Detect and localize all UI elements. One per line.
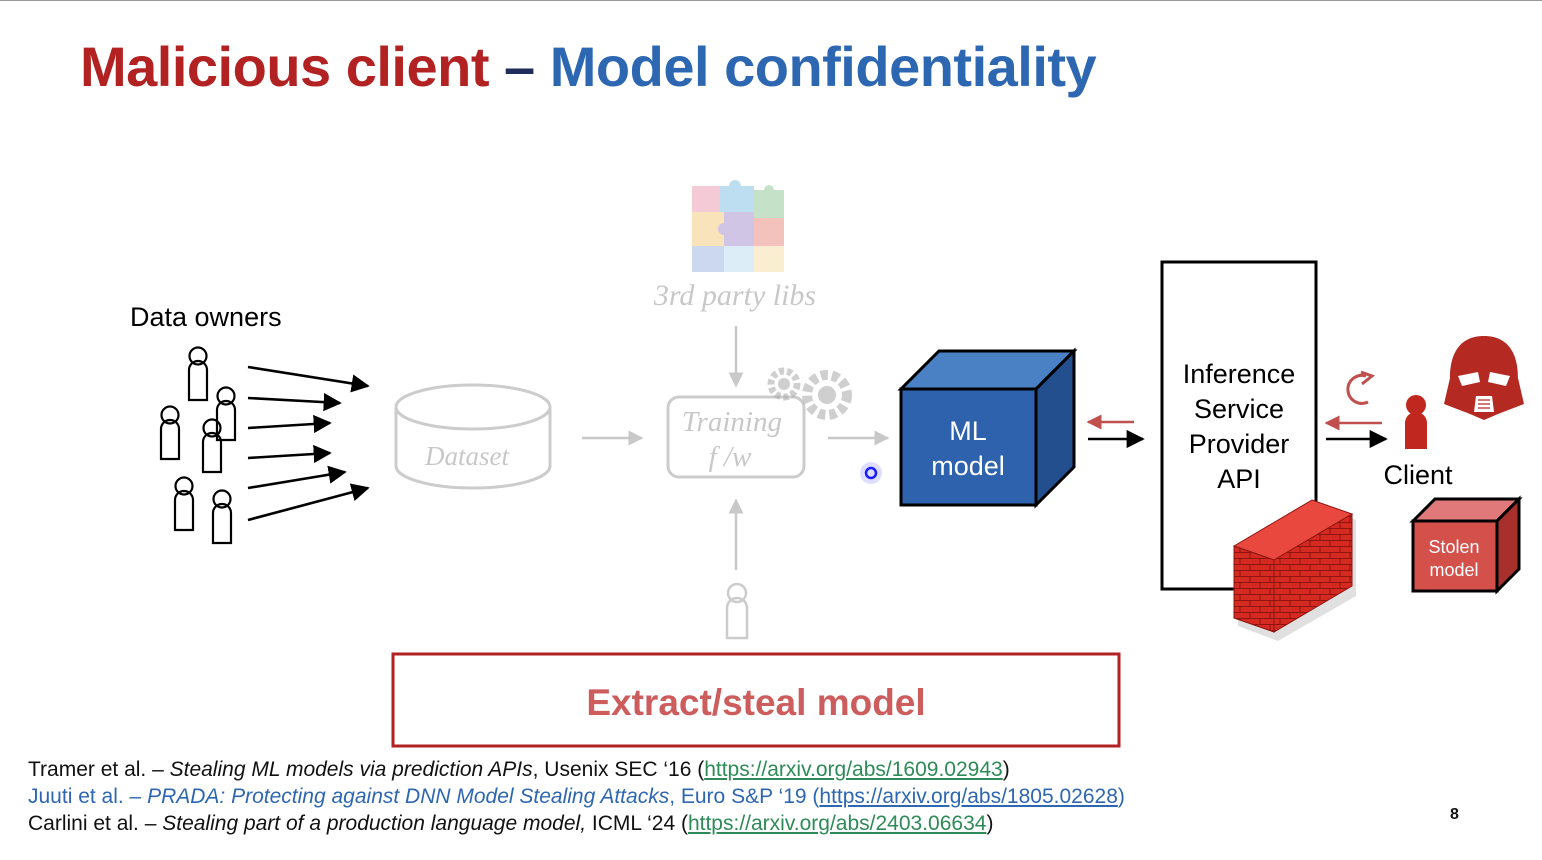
reference-title: Stealing ML models via prediction APIs	[169, 758, 533, 781]
person-icon-1	[187, 346, 209, 402]
training-label: Training	[682, 406, 782, 438]
framework-label: f /w	[709, 441, 752, 473]
reference-title: Stealing part of a production language m…	[162, 812, 587, 835]
puzzle-pieces-icon	[692, 180, 784, 272]
data-owner-person-icons	[159, 346, 237, 545]
title-malicious-client: Malicious client	[80, 35, 490, 98]
reference-link-carlini[interactable]: https://arxiv.org/abs/2403.06634	[687, 812, 987, 835]
title-model-confidentiality: Model confidentiality	[549, 35, 1097, 98]
api-label-line1: Inference	[1183, 359, 1296, 389]
reference-venue: , Usenix SEC ‘16 (	[532, 758, 705, 781]
person-icon-5	[173, 476, 195, 532]
reference-link-juuti[interactable]: https://arxiv.org/abs/1805.02628	[819, 785, 1118, 808]
page-number: 8	[1450, 806, 1459, 823]
stolen-model-label-line2: model	[1429, 560, 1478, 580]
client-label: Client	[1383, 460, 1453, 490]
ml-model-label-line1: ML	[949, 416, 987, 446]
stolen-model-label-line1: Stolen	[1428, 537, 1479, 557]
person-icon-4	[201, 418, 223, 474]
reference-title: PRADA: Protecting against DNN Model Stea…	[147, 785, 670, 808]
title-dash: –	[489, 35, 550, 98]
ml-model-cube	[897, 347, 1078, 509]
person-icon-2	[215, 386, 237, 442]
reference-link-tramer[interactable]: https://arxiv.org/abs/1609.02943	[704, 758, 1003, 781]
dataset-label: Dataset	[424, 441, 510, 471]
reference-tramer: Tramer et al. – Stealing ML models via p…	[28, 758, 1010, 781]
firewall-icon	[1232, 499, 1356, 641]
stolen-model-cube	[1409, 495, 1523, 595]
reference-juuti: Juuti et al. – PRADA: Protecting against…	[28, 785, 1125, 808]
references: Tramer et al. – Stealing ML models via p…	[28, 756, 1125, 837]
malicious-client-person-icon	[1405, 395, 1427, 449]
pointer-dot	[860, 462, 882, 484]
developer-person-icon	[725, 582, 749, 640]
dataset-cylinder: Dataset	[394, 383, 552, 490]
darth-vader-helmet-icon	[1444, 336, 1524, 420]
slide-title: Malicious client – Model confidentiality	[80, 34, 1097, 99]
reference-venue: ICML ‘24 (	[586, 812, 688, 835]
gears-icon	[767, 367, 852, 420]
data-owners-label: Data owners	[130, 302, 282, 332]
training-framework-box	[666, 395, 806, 479]
ml-model-label-line2: model	[931, 451, 1005, 481]
person-icon-6	[211, 489, 233, 545]
api-label-line3: Provider	[1189, 429, 1290, 459]
data-owner-arrows	[247, 365, 370, 522]
extract-steal-model-box	[391, 652, 1121, 748]
repeat-query-icon	[1346, 373, 1369, 405]
extract-steal-model-label: Extract/steal model	[586, 682, 925, 723]
top-border	[0, 0, 1542, 1]
reference-authors: Juuti et al. –	[28, 785, 148, 808]
api-label-line4: API	[1217, 464, 1261, 494]
reference-authors: Carlini et al. –	[28, 812, 163, 835]
reference-authors: Tramer et al. –	[28, 758, 170, 781]
reference-carlini: Carlini et al. – Stealing part of a prod…	[28, 812, 994, 835]
person-icon-3	[159, 405, 181, 461]
api-label-line2: Service	[1194, 394, 1284, 424]
reference-venue: , Euro S&P ‘19 (	[669, 785, 820, 808]
third-party-libs-label: 3rd party libs	[653, 279, 816, 312]
